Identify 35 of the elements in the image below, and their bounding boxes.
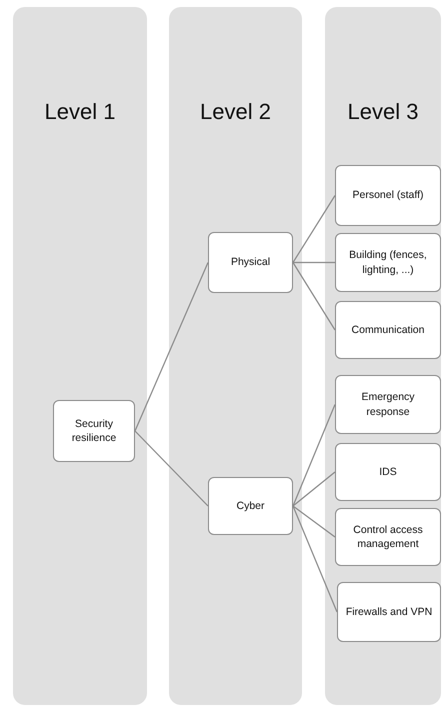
level-column <box>325 7 441 705</box>
connector-line <box>292 506 338 612</box>
category-box <box>335 165 441 226</box>
connector-line <box>293 262 335 264</box>
category-box <box>337 582 441 642</box>
connector-line <box>292 195 336 263</box>
level-column <box>13 7 147 705</box>
category-label: Firewalls and VPN <box>346 604 432 620</box>
connector-line <box>292 262 336 330</box>
category-label: Physical <box>230 255 270 270</box>
level-column <box>169 7 302 705</box>
category-label: Personel (staff) <box>352 188 424 203</box>
category-label: Building (fences, lighting, ...) <box>348 248 428 277</box>
category-label: Cyber <box>236 498 264 514</box>
connector-line <box>134 262 209 432</box>
category-box <box>335 375 441 434</box>
category-box <box>335 443 441 501</box>
category-label: IDS <box>379 464 397 480</box>
level-heading: Level 1 <box>44 99 116 125</box>
category-box <box>335 508 441 566</box>
category-label: Security resilience <box>70 416 118 446</box>
connector-line <box>292 506 336 538</box>
connector-line <box>292 472 336 506</box>
level-heading: Level 3 <box>346 99 420 125</box>
category-box <box>335 301 441 359</box>
category-label: Communication <box>352 322 424 338</box>
category-box <box>53 400 135 462</box>
category-label: Emergency response <box>360 390 416 419</box>
category-box <box>208 232 293 293</box>
level-heading: Level 2 <box>199 99 272 125</box>
connector-line <box>292 404 336 506</box>
category-box <box>335 233 441 292</box>
connector-line <box>134 430 208 506</box>
category-box <box>208 477 293 535</box>
category-label: Control access management <box>352 522 424 552</box>
